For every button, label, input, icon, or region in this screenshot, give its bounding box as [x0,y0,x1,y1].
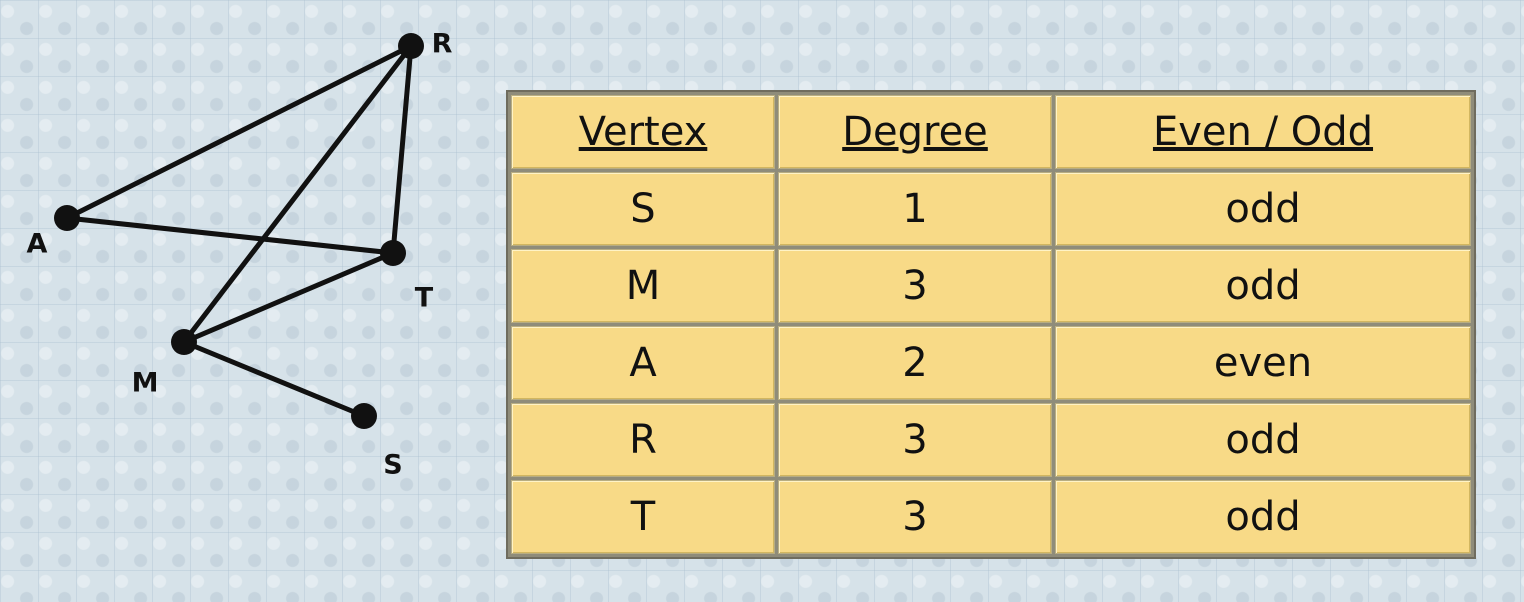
table-header-row: Vertex Degree Even / Odd [511,95,1471,169]
graph-diagram: R A T M S [27,29,453,481]
vertex-s [351,403,377,429]
table-row: R 3 odd [511,403,1471,477]
vertex-label-t: T [415,283,434,314]
cell-parity: odd [1055,249,1471,323]
vertex-m [171,329,197,355]
vertex-a [54,205,80,231]
graph-vertex-labels: R A T M S [27,29,453,481]
vertex-label-a: A [27,229,48,260]
table-row: A 2 even [511,326,1471,400]
cell-degree: 3 [778,249,1052,323]
edge-r-m [181,43,414,345]
cell-degree: 3 [778,403,1052,477]
cell-parity: even [1055,326,1471,400]
cell-vertex: R [511,403,775,477]
cell-degree: 1 [778,172,1052,246]
cell-parity: odd [1055,172,1471,246]
header-even-odd: Even / Odd [1055,95,1471,169]
degree-table: Vertex Degree Even / Odd S 1 odd M 3 odd… [506,90,1476,559]
edge-t-m [181,250,396,345]
header-vertex: Vertex [511,95,775,169]
cell-parity: odd [1055,480,1471,554]
cell-vertex: T [511,480,775,554]
header-degree: Degree [778,95,1052,169]
vertex-label-m: M [132,368,159,399]
graph-vertices [54,33,424,429]
cell-vertex: A [511,326,775,400]
cell-degree: 3 [778,480,1052,554]
edge-m-s [181,339,367,419]
edge-r-t [390,43,414,256]
vertex-t [380,240,406,266]
vertex-label-r: R [432,29,453,60]
cell-parity: odd [1055,403,1471,477]
vertex-label-s: S [383,450,402,481]
table-row: M 3 odd [511,249,1471,323]
edge-a-t [64,215,396,256]
table-row: S 1 odd [511,172,1471,246]
table-row: T 3 odd [511,480,1471,554]
cell-vertex: S [511,172,775,246]
vertex-r [398,33,424,59]
cell-vertex: M [511,249,775,323]
edge-a-r [64,43,414,221]
graph-edges [64,43,414,419]
cell-degree: 2 [778,326,1052,400]
